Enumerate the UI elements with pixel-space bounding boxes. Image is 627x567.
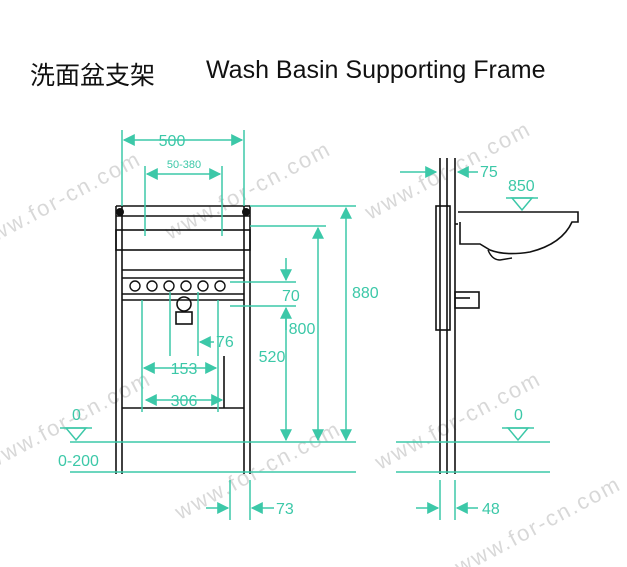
- dimension-lines: [70, 130, 550, 520]
- dim-850: 850: [508, 178, 535, 195]
- basin-drain: [487, 249, 513, 261]
- dim-floor-range: 0-200: [58, 453, 99, 470]
- bolt-icon: [116, 208, 124, 216]
- level-markers: [60, 197, 538, 442]
- bolt-icon: [242, 208, 250, 216]
- watermark-text: www.for-cn.com: [0, 146, 145, 255]
- dim-73: 73: [276, 501, 294, 518]
- level-triangle-icon: [510, 197, 534, 212]
- fitting-holes: [129, 280, 226, 292]
- drain-fitting: [175, 296, 193, 325]
- dim-500: 500: [159, 133, 186, 150]
- watermark-text: www.for-cn.com: [160, 136, 336, 245]
- dim-76: 76: [216, 334, 234, 351]
- dim-zero-left: 0: [72, 407, 81, 424]
- dim-50-380: 50-380: [167, 159, 201, 171]
- dim-48: 48: [482, 501, 500, 518]
- dim-75: 75: [480, 164, 498, 181]
- side-frame: [435, 158, 480, 474]
- dim-520: 520: [259, 349, 286, 366]
- basin-profile: [458, 211, 579, 255]
- title-chinese: 洗面盆支架: [30, 61, 156, 90]
- title-english: Wash Basin Supporting Frame: [206, 56, 546, 84]
- dim-306: 306: [171, 393, 198, 410]
- dim-800: 800: [289, 321, 316, 338]
- dim-153: 153: [171, 361, 198, 378]
- front-frame: [115, 205, 251, 474]
- dim-zero-right: 0: [514, 407, 523, 424]
- watermark-text: www.for-cn.com: [450, 471, 626, 567]
- dim-70: 70: [282, 288, 300, 305]
- level-triangle-icon: [506, 427, 530, 442]
- dim-880: 880: [352, 285, 379, 302]
